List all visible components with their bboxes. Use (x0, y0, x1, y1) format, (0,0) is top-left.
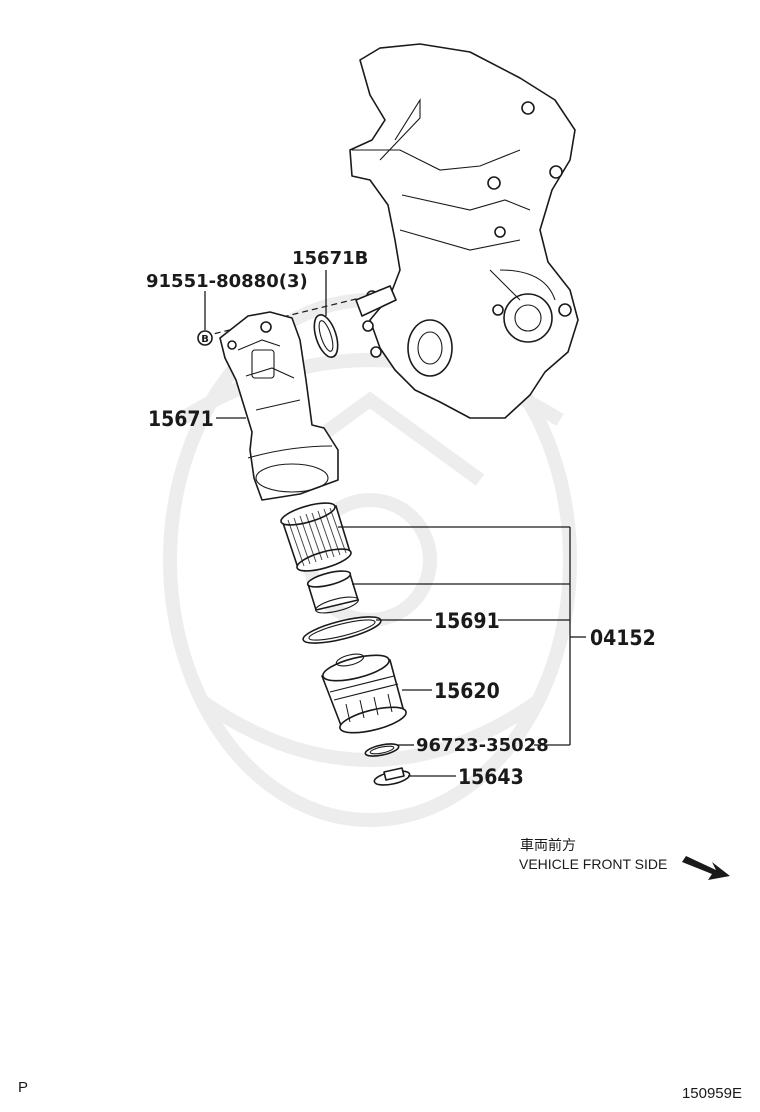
figure-id: 150959E (682, 1085, 742, 1102)
label-filter-kit: 04152 (590, 626, 656, 650)
label-drain-plug: 15643 (458, 765, 524, 789)
lower-o-ring (364, 743, 400, 757)
direction-english: VEHICLE FRONT SIDE (519, 856, 667, 872)
leader-lines (216, 417, 586, 777)
oil-filter-bracket (219, 311, 339, 501)
label-upper-o-ring: 15671B (292, 248, 368, 269)
filter-element (280, 502, 352, 572)
label-lower-o-ring: 96723-35028 (416, 735, 549, 756)
footer-left-code: P (18, 1079, 28, 1096)
label-cap: 15620 (434, 679, 500, 703)
bolt-marker-letter: B (201, 334, 209, 345)
front-arrow-icon (682, 856, 730, 880)
direction-japanese: 車両前方 (520, 837, 576, 853)
label-gasket: 15691 (434, 609, 500, 633)
filter-sleeve (306, 570, 359, 614)
label-bracket: 15671 (148, 407, 214, 431)
upper-o-ring (313, 270, 339, 358)
engine-timing-cover (349, 43, 579, 419)
filter-cap (321, 653, 407, 734)
label-bolt: 91551-80880(3) (146, 271, 308, 292)
bolt-marker: B (197, 291, 213, 346)
drain-plug (373, 767, 411, 786)
attach-line (204, 297, 361, 337)
